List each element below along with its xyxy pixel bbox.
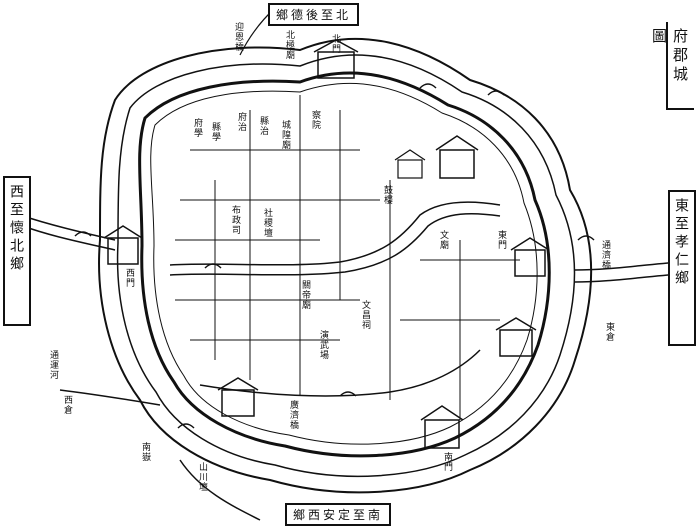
moat-inner-bank (116, 54, 576, 478)
place-label: 縣學 (210, 122, 220, 142)
place-label: 西倉 (62, 395, 72, 415)
tower-drum (394, 149, 426, 179)
northeast-gate (435, 135, 479, 179)
place-label: 縣治 (258, 116, 268, 136)
north-direction-label: 鄉德後至北 (268, 3, 360, 26)
map-title: 府郡城圖 (650, 22, 694, 110)
place-label: 城隍廟 (280, 120, 290, 150)
moat-outer-bank (98, 37, 593, 494)
place-label: 府治 (236, 112, 246, 132)
place-label: 府學 (192, 118, 202, 138)
place-label: 布政司 (230, 205, 240, 235)
place-label: 關帝廟 (300, 280, 310, 310)
west-direction-label: 西至懷北鄉 (3, 176, 31, 326)
place-label: 鼓樓 (382, 185, 392, 205)
inner-canal-bank (169, 212, 501, 276)
place-label: 北極廟 (284, 30, 294, 60)
place-label: 南門 (442, 452, 452, 472)
bridges (74, 83, 595, 429)
east-river-b (574, 273, 681, 283)
place-label: 北門 (330, 34, 340, 54)
place-label: 東門 (496, 230, 506, 250)
place-label: 察院 (310, 110, 320, 130)
west-gate (103, 225, 143, 265)
city-wall-inner (150, 82, 538, 445)
place-label: 西門 (124, 268, 134, 288)
place-label: 南嶽 (140, 442, 150, 462)
southwest-gate (217, 377, 259, 417)
place-label: 文廟 (438, 230, 448, 250)
southwest-river (59, 389, 161, 406)
city-wall (138, 71, 551, 458)
place-label: 山川壇 (197, 462, 207, 492)
place-label: 廣濟橋 (288, 400, 298, 430)
southern-canal (199, 349, 481, 397)
place-label: 社稷壇 (262, 208, 272, 238)
place-label: 通濟橋 (600, 240, 610, 270)
place-label: 通運河 (48, 350, 58, 380)
inner-canal (169, 201, 501, 266)
east-river (574, 261, 681, 271)
east-gate (510, 237, 550, 277)
place-label: 文昌祠 (360, 300, 370, 330)
place-label: 東倉 (604, 322, 614, 342)
street-grid (175, 95, 520, 420)
north-gate (313, 39, 359, 79)
south-river (179, 459, 261, 521)
place-label: 演武場 (318, 330, 328, 360)
east-direction-label: 東至孝仁鄉 (668, 190, 696, 346)
east-lower-gate (495, 317, 537, 357)
south-gate (420, 405, 464, 449)
place-label: 迎恩橋 (233, 22, 243, 52)
south-direction-label: 鄉西安定至南 (285, 503, 392, 526)
